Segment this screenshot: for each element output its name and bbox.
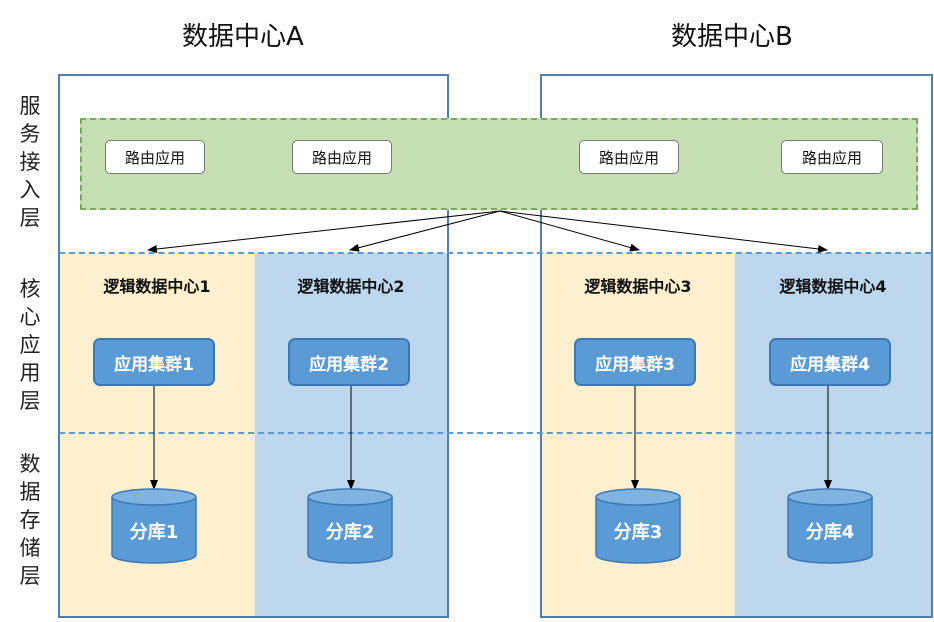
arrow-router-to-ldc2 (349, 210, 501, 252)
shard-4-cylinder (787, 488, 873, 564)
app-cluster-1: 应用集群1 (93, 338, 215, 386)
datacenter-a-title: 数据中心A (182, 22, 304, 52)
app-cluster-2: 应用集群2 (288, 338, 410, 386)
datacenter-b-title: 数据中心B (671, 22, 793, 52)
ldc-label-1: 逻辑数据中心1 (103, 277, 211, 296)
router-app-3: 路由应用 (579, 140, 679, 174)
arrow-router-to-ldc3 (499, 210, 640, 252)
app-cluster-4: 应用集群4 (769, 338, 891, 386)
arrow-router-to-ldc4 (499, 210, 828, 253)
shard-label-3: 分库3 (613, 522, 663, 543)
layer-label-core: 核心应用层 (19, 277, 41, 413)
shard-label-4: 分库4 (805, 522, 855, 543)
layer-divider-access-core (59, 252, 931, 254)
layer-label-access: 服务接入层 (19, 94, 41, 230)
ldc-label-4: 逻辑数据中心4 (779, 277, 887, 296)
shard-1-cylinder (111, 488, 197, 564)
datacenter-a-frame (58, 74, 449, 618)
datacenter-b-frame (540, 74, 933, 618)
layer-divider-core-storage (59, 432, 931, 434)
arrow-router-to-ldc1 (147, 210, 501, 253)
ldc-label-3: 逻辑数据中心3 (584, 277, 692, 296)
router-app-2: 路由应用 (292, 140, 392, 174)
ldc-label-2: 逻辑数据中心2 (297, 277, 405, 296)
shard-label-1: 分库1 (129, 522, 179, 543)
shard-label-2: 分库2 (325, 522, 375, 543)
shard-2-cylinder (307, 488, 393, 564)
router-band (80, 118, 918, 210)
layer-label-storage: 数据存储层 (19, 452, 41, 588)
shard-3-cylinder (595, 488, 681, 564)
router-app-4: 路由应用 (781, 140, 883, 174)
app-cluster-3: 应用集群3 (574, 338, 696, 386)
router-app-1: 路由应用 (105, 140, 205, 174)
